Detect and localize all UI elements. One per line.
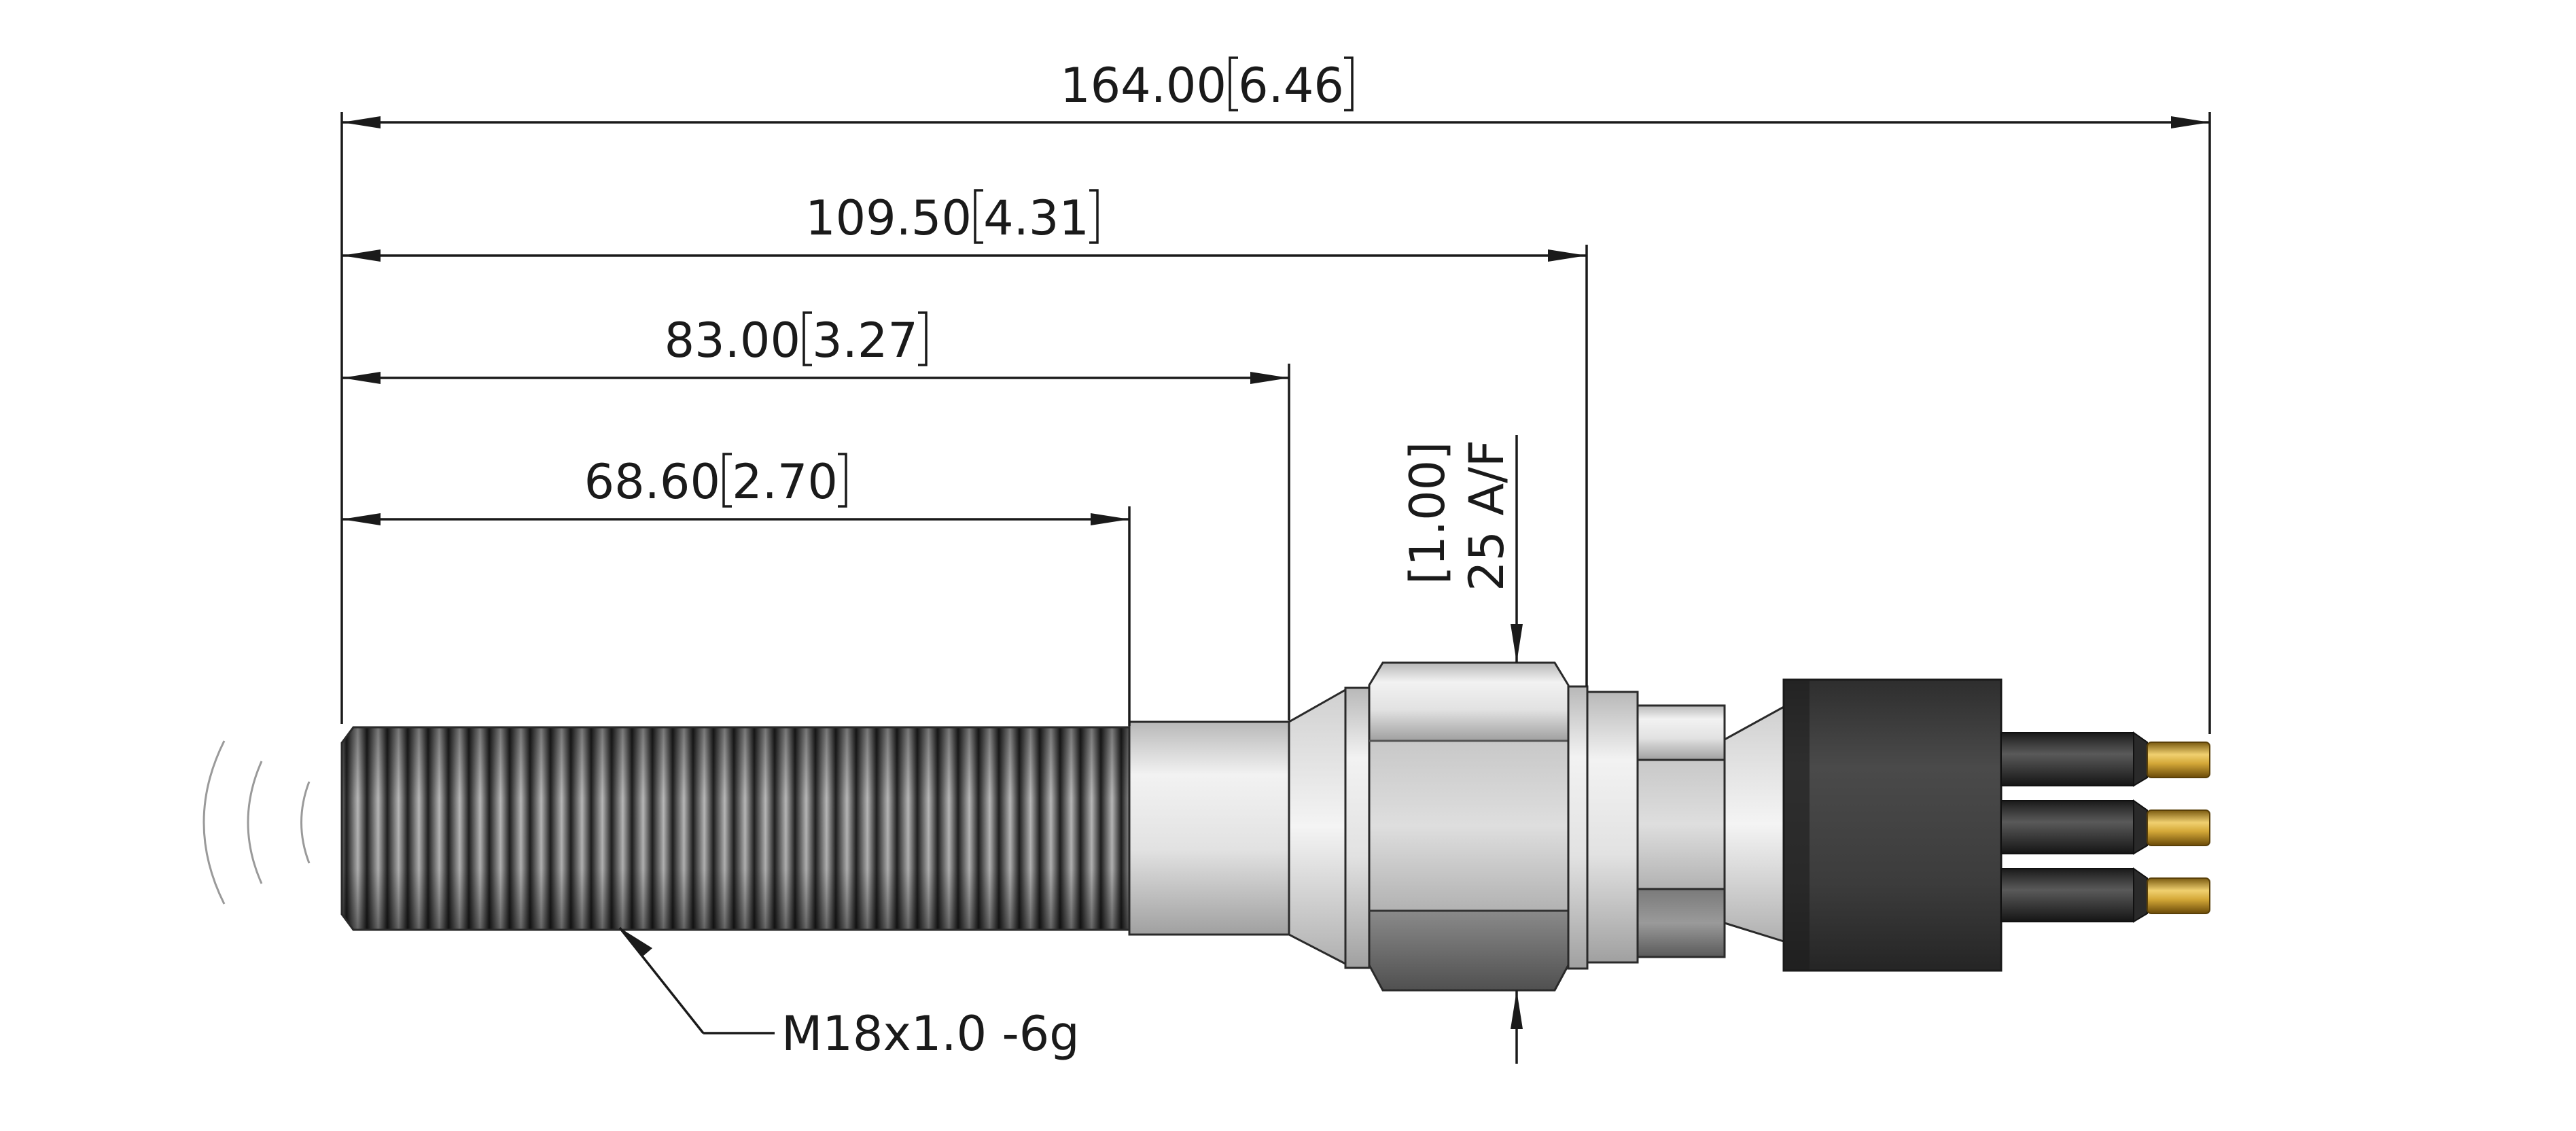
svg-text:3.27: 3.27 bbox=[812, 313, 918, 368]
dim-shoulder-label: 83.00 3.27 bbox=[665, 311, 928, 368]
connector-cone bbox=[1723, 705, 1785, 943]
dim-overall-label: 164.00 6.46 bbox=[1060, 56, 1354, 114]
svg-text:4.31: 4.31 bbox=[983, 190, 1089, 246]
svg-text:164.00: 164.00 bbox=[1060, 58, 1227, 114]
dim-hex-af bbox=[1511, 435, 1523, 1064]
dim-overall-line bbox=[342, 116, 2210, 128]
thread-leader bbox=[618, 926, 775, 1034]
rear-hex bbox=[1636, 704, 1726, 958]
thread-callout: M18x1.0 -6g bbox=[781, 1006, 1080, 1062]
collar bbox=[1344, 686, 1371, 969]
hex-nut bbox=[1368, 661, 1570, 992]
taper-section bbox=[1288, 688, 1347, 966]
pin-2 bbox=[2000, 799, 2210, 855]
svg-text:83.00: 83.00 bbox=[665, 313, 800, 368]
dim-thread-label: 68.60 2.70 bbox=[584, 453, 847, 510]
connector-body bbox=[1782, 678, 2002, 972]
hex-af-label: 25 A/F bbox=[1459, 440, 1515, 591]
pin-3 bbox=[2000, 867, 2210, 923]
threaded-barrel bbox=[340, 726, 1131, 931]
extension-lines bbox=[340, 112, 2211, 734]
dim-thread-line bbox=[342, 513, 1129, 525]
svg-text:68.60: 68.60 bbox=[584, 454, 720, 510]
rear-collar-1 bbox=[1567, 685, 1589, 970]
dim-body-label: 109.50 4.31 bbox=[805, 189, 1099, 246]
connector-shadow bbox=[1784, 680, 1810, 971]
svg-text:109.50: 109.50 bbox=[805, 190, 972, 246]
hex-af-alt-label: [1.00] bbox=[1400, 442, 1455, 585]
pin-1 bbox=[2000, 731, 2210, 787]
dim-shoulder-line bbox=[342, 372, 1289, 384]
sensing-field-icon bbox=[202, 740, 311, 905]
plain-shank bbox=[1128, 720, 1290, 936]
rear-collar-2 bbox=[1586, 691, 1639, 964]
dim-body-line bbox=[342, 249, 1587, 262]
svg-text:2.70: 2.70 bbox=[732, 454, 838, 510]
svg-text:6.46: 6.46 bbox=[1238, 58, 1344, 114]
